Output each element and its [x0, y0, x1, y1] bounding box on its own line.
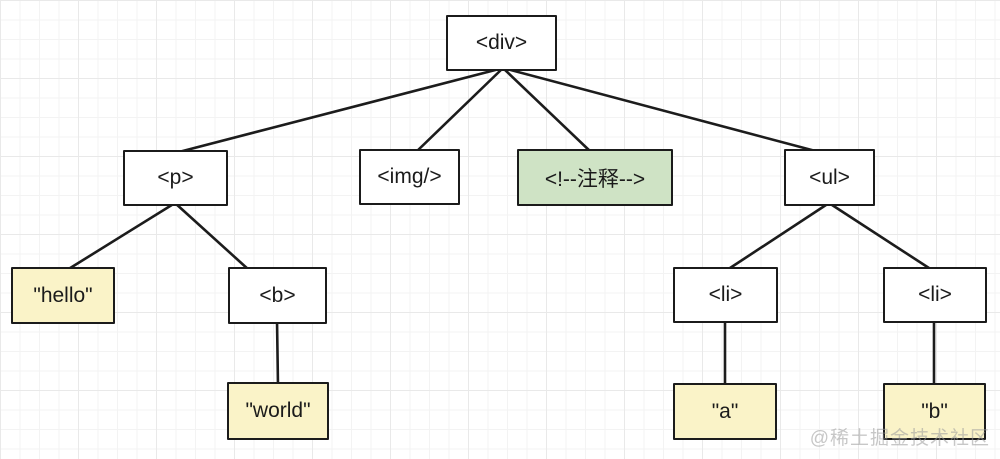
tree-node-b-text: "b" — [883, 383, 986, 440]
edge-ul-li1 — [725, 201, 831, 272]
tree-node-img: <img/> — [359, 149, 460, 205]
tree-node-div: <div> — [446, 15, 557, 71]
tree-node-p: <p> — [123, 150, 228, 206]
tree-node-li-2: <li> — [883, 267, 987, 323]
tree-node-hello: "hello" — [11, 267, 115, 324]
tree-node-world: "world" — [227, 382, 329, 440]
tree-node-comment: <!--注释--> — [517, 149, 673, 206]
edge-div-ul — [501, 66, 825, 155]
tree-node-a: "a" — [673, 383, 777, 440]
edge-div-img — [413, 66, 505, 155]
edge-ul-li2 — [827, 201, 934, 272]
edge-p-hello — [65, 201, 177, 272]
watermark-text: @稀土掘金技术社区 — [809, 428, 990, 449]
tree-node-ul: <ul> — [784, 149, 875, 206]
tree-node-b: <b> — [228, 267, 327, 324]
tree-node-li-1: <li> — [673, 267, 778, 323]
edge-div-p — [173, 66, 505, 155]
edge-p-b — [173, 201, 251, 272]
edge-div-comment — [501, 66, 594, 155]
edge-b-world — [275, 318, 280, 388]
